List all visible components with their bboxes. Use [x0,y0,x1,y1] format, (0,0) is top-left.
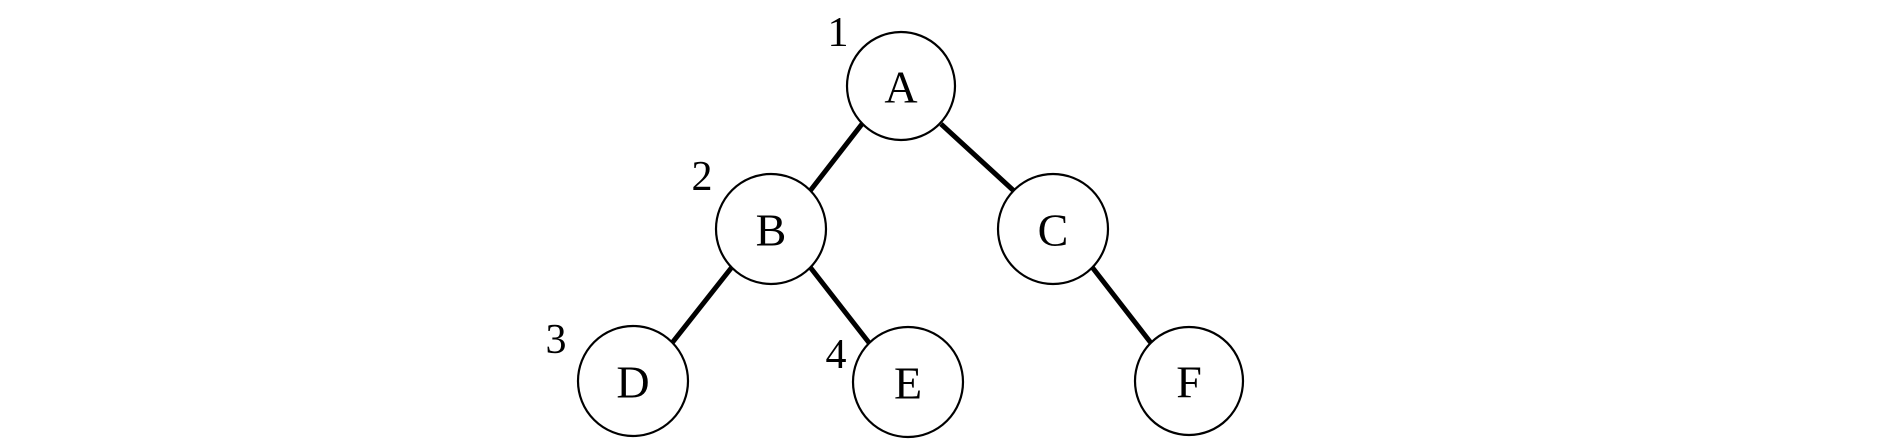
node-label-e: E [894,358,922,409]
node-label-a: A [884,62,917,113]
tree-node-f[interactable]: F [1133,325,1245,437]
node-circle-b [714,172,828,286]
node-label-c: C [1038,205,1069,256]
node-label-f: F [1176,357,1202,408]
tree-node-c[interactable]: C [996,172,1110,286]
nodes-group: A B C D E F [576,30,1245,439]
node-circle-f [1133,325,1245,437]
order-label-a: 1 [828,10,849,56]
edge-c-f [1090,265,1153,345]
order-label-b: 2 [692,154,713,200]
node-circle-e [851,325,965,439]
edge-b-d [670,265,734,345]
node-circle-a [845,30,957,142]
tree-node-d[interactable]: D [576,324,690,438]
order-label-e: 4 [826,332,847,378]
tree-node-b[interactable]: B [714,172,828,286]
node-label-b: B [756,205,787,256]
node-label-d: D [616,357,649,408]
node-circle-d [576,324,690,438]
node-circle-c [996,172,1110,286]
edge-a-c [939,122,1016,193]
order-label-d: 3 [546,317,567,363]
edge-a-b [808,122,864,193]
edge-b-e [808,265,872,346]
order-labels-group: 1 2 3 4 [546,10,849,378]
edges-group [670,122,1153,346]
tree-node-a[interactable]: A [845,30,957,142]
tree-node-e[interactable]: E [851,325,965,439]
